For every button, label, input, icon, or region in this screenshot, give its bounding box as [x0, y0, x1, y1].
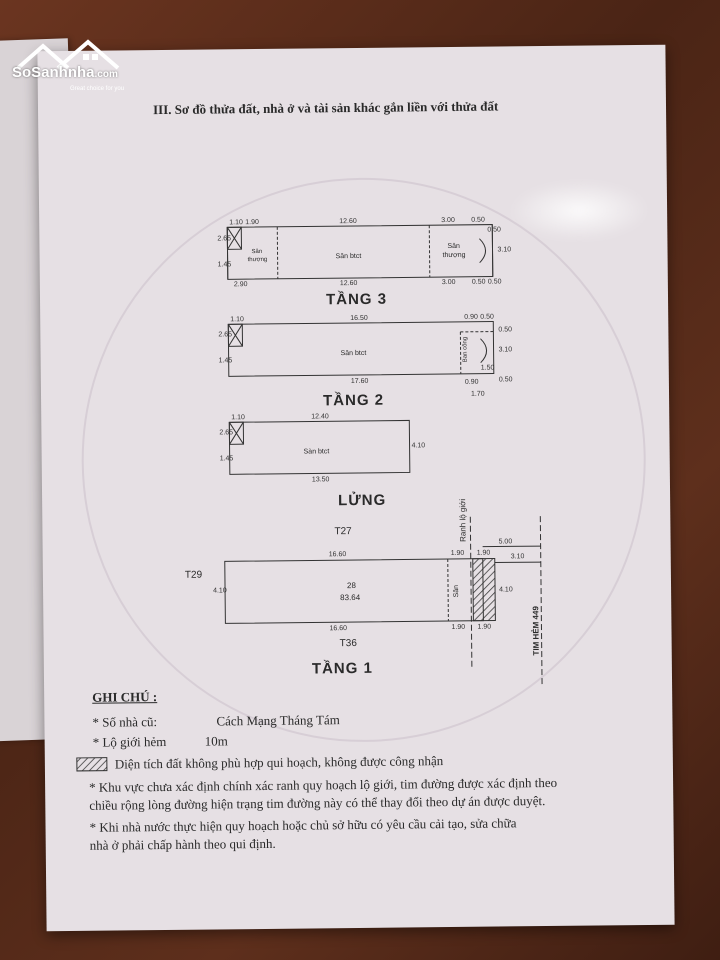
note-road-width-value: 10m — [204, 733, 228, 749]
neighbor-label-t36: T36 — [339, 637, 357, 650]
alley-center-label: TIM HẺM 449 — [531, 606, 541, 656]
dim-label: 1.90 — [451, 623, 466, 632]
dim-label: 3.10 — [498, 346, 513, 354]
floor-title-tang1: TẦNG 1 — [311, 659, 373, 678]
room-label: Sàn btct — [303, 448, 330, 456]
dim-label: 1.10 — [231, 414, 245, 422]
dim-label: 3.00 — [441, 278, 456, 287]
dim-label: 0.50 — [498, 376, 513, 384]
dim-label: 0.90 — [464, 378, 479, 386]
dim-label: 4.10 — [499, 586, 513, 594]
floor-title-lung: LỬNG — [338, 491, 387, 510]
dim-label: 1.50 — [480, 364, 495, 372]
dim-label: 0.50 — [487, 226, 501, 234]
room-label: Sân — [251, 248, 263, 256]
dim-label: 3.10 — [497, 246, 512, 254]
dim-label: 1.70 — [470, 390, 485, 398]
sosanhnha-logo — [16, 39, 120, 70]
dim-label: 12.40 — [311, 413, 329, 421]
parcel-number: 28 — [346, 581, 356, 591]
dim-label: 16.50 — [350, 314, 368, 323]
room-label: Sân — [447, 242, 460, 251]
room-label: Ban công — [462, 336, 469, 363]
floor-plans — [76, 224, 543, 772]
parcel-area: 83.64 — [340, 592, 361, 603]
dim-label: 12.60 — [339, 279, 358, 288]
room-label: Sân — [453, 584, 461, 598]
boundary-label: Ranh lộ giới — [458, 498, 468, 542]
note-line: nhà ở phải chấp hành theo qui định. — [89, 835, 276, 853]
dim-label: 1.90 — [450, 549, 465, 558]
dim-label: 1.10 — [230, 316, 244, 324]
dim-label: 12.60 — [339, 217, 357, 226]
tang1-outline — [224, 558, 484, 624]
dim-label: 13.50 — [311, 476, 330, 484]
dim-label: 16.60 — [328, 551, 347, 559]
dim-label: 2.90 — [233, 281, 248, 289]
note-road-width-label: * Lộ giới hẻm — [92, 734, 167, 750]
neighbor-label-t27: T27 — [334, 526, 352, 538]
logo-brand: SoSanhnha.com — [12, 64, 118, 81]
dim-label: 3.00 — [441, 216, 455, 225]
dim-label: 0.90 — [464, 313, 478, 321]
dim-label: 2.65 — [219, 429, 234, 437]
dim-label: 2.65 — [218, 331, 233, 339]
dim-label: 1.45 — [218, 357, 233, 365]
dim-label: 1.10 — [229, 219, 243, 227]
dim-label: 2.65 — [217, 235, 232, 243]
tang2-outline — [227, 321, 495, 377]
dim-label: 0.50 — [471, 278, 486, 286]
dim-label: 17.60 — [350, 377, 369, 386]
room-label: thượng — [247, 256, 268, 264]
tang1-hatched-area — [472, 558, 496, 622]
legend-hatch-swatch — [76, 757, 108, 772]
dim-label: 4.10 — [213, 587, 227, 595]
dim-label: 0.50 — [498, 326, 513, 334]
dim-label: 1.45 — [217, 261, 232, 269]
room-label: Sân btct — [340, 349, 367, 358]
dim-label: 0.50 — [480, 313, 494, 321]
floor-title-tang3: TẦNG 3 — [325, 290, 388, 309]
certificate-page: III. Sơ đồ thửa đất, nhà ở và tài sản kh… — [37, 44, 675, 932]
dim-label: 1.90 — [477, 623, 492, 631]
dim-label: 1.45 — [219, 455, 234, 463]
dim-label: 0.50 — [487, 278, 502, 286]
dim-label: 1.90 — [476, 549, 491, 557]
dim-label: 5.00 — [498, 538, 513, 546]
neighbor-label-t29: T29 — [184, 569, 203, 581]
dim-label: 1.90 — [245, 219, 259, 227]
dim-label: 4.10 — [411, 442, 426, 450]
dim-label: 0.50 — [471, 216, 485, 224]
notes-title: GHI CHÚ : — [92, 689, 158, 705]
dim-label: 3.10 — [510, 553, 525, 561]
dim-label: 16.60 — [329, 625, 348, 633]
note-old-address-label: * Số nhà cũ: — [92, 714, 158, 730]
room-label: thượng — [442, 251, 466, 260]
note-legend: Diện tích đất không phù hợp qui hoạch, k… — [114, 753, 444, 772]
note-old-address-value: Cách Mạng Tháng Tám — [216, 712, 340, 729]
floor-title-tang2: TẦNG 2 — [322, 391, 385, 410]
lung-outline — [228, 419, 411, 475]
room-label: Sân btct — [335, 252, 362, 261]
tang3-stair — [226, 226, 242, 250]
logo-tagline: Great choice for you — [70, 86, 125, 92]
